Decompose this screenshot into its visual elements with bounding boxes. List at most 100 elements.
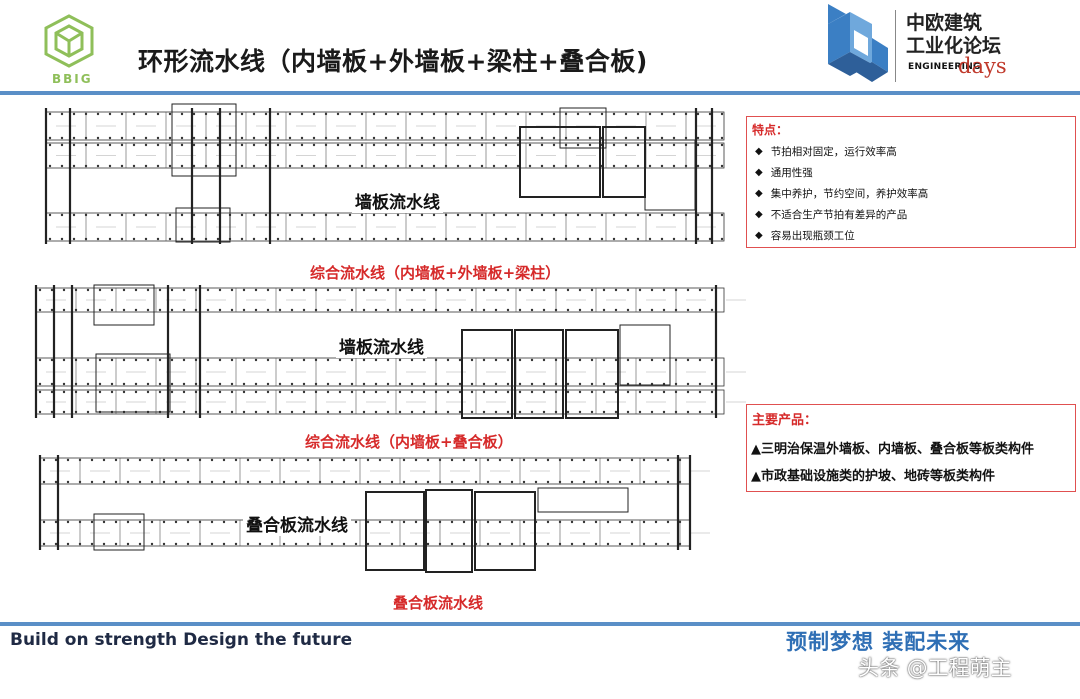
line2-top-roller (626, 308, 630, 312)
line3-top-roller (138, 458, 142, 462)
line1-top-roller (300, 136, 304, 140)
line2-top-roller (458, 308, 462, 312)
line1-bottom-roller (420, 237, 424, 241)
line2-mid-roller (74, 382, 78, 386)
line1-mid-roller (156, 164, 160, 168)
logo-org-line1: 中欧建筑 (906, 12, 983, 34)
line2-bottom-roller (410, 390, 414, 394)
line1-mid-roller (228, 143, 232, 147)
line3-top-roller (330, 480, 334, 484)
line1-top-roller (120, 112, 124, 116)
line1-top-roller (624, 136, 628, 140)
line3-top-roller (42, 480, 46, 484)
line2-bottom-roller (290, 410, 294, 414)
line2-top-roller (170, 288, 174, 292)
line3-top-roller (426, 458, 430, 462)
line1-mid-roller (540, 143, 544, 147)
line1-mid-roller (708, 143, 712, 147)
line2-top-roller (350, 288, 354, 292)
line2-top-roller (686, 288, 690, 292)
line1-mid-roller (144, 164, 148, 168)
line1-mid-roller (444, 164, 448, 168)
line3-bottom-roller (174, 542, 178, 546)
line2-bottom-roller (626, 410, 630, 414)
line1-mid-roller (720, 143, 724, 147)
logo-engineering-text: ENGINEERING (908, 62, 981, 72)
line3-top-roller (462, 458, 466, 462)
line1-top-roller (576, 112, 580, 116)
line3-top-roller (270, 480, 274, 484)
line2-top-roller (62, 308, 66, 312)
line1-mid-roller (408, 164, 412, 168)
line2-top-roller (230, 308, 234, 312)
line2-top-roller (74, 308, 78, 312)
line1-top-roller (180, 136, 184, 140)
line1-mid-roller (192, 164, 196, 168)
line1-bottom-roller (72, 237, 76, 241)
line3-bottom-roller (90, 542, 94, 546)
line2-top-roller (446, 288, 450, 292)
line2-bottom-roller (650, 410, 654, 414)
line1-bottom-roller (348, 237, 352, 241)
line1-mid-roller (564, 143, 568, 147)
line3-bottom-roller (402, 542, 406, 546)
line2-bottom-roller (614, 390, 618, 394)
line3-bottom-roller (558, 542, 562, 546)
line3-top-roller (642, 480, 646, 484)
line2-bottom-roller (686, 390, 690, 394)
line1-mid-roller (588, 143, 592, 147)
line2-mid-roller (518, 358, 522, 362)
line1-top-roller (492, 136, 496, 140)
line2-bottom-roller (554, 410, 558, 414)
line1-bottom-roller (192, 213, 196, 217)
line3-top-roller (258, 480, 262, 484)
line2-top-roller (314, 308, 318, 312)
line3-top-roller (498, 480, 502, 484)
line3-top-roller (570, 458, 574, 462)
line1-top-roller (432, 112, 436, 116)
line2-top-roller (302, 288, 306, 292)
line2-top-roller (674, 288, 678, 292)
line1-bottom-roller (180, 213, 184, 217)
line3-bottom-roller (378, 520, 382, 524)
line1-mid-roller (204, 143, 208, 147)
line1-bottom-roller (600, 213, 604, 217)
line3-bottom-roller (138, 520, 142, 524)
line2-mid-roller (302, 382, 306, 386)
line2-mid-roller (650, 358, 654, 362)
line2-top-roller (530, 308, 534, 312)
line2-mid-roller (338, 358, 342, 362)
line1-bottom-roller (216, 213, 220, 217)
line3-bottom-roller (666, 520, 670, 524)
line1-top-roller (696, 112, 700, 116)
line1-mid-roller (564, 164, 568, 168)
line2-mid-roller (326, 358, 330, 362)
line2-top-roller (362, 288, 366, 292)
line3-top-roller (678, 480, 682, 484)
line2-top-roller (698, 308, 702, 312)
line1-bottom-roller (288, 237, 292, 241)
line2-mid-roller (278, 382, 282, 386)
line1-mid-roller (108, 164, 112, 168)
line1-top-roller (84, 136, 88, 140)
line1-top-roller (48, 136, 52, 140)
line3-bottom-roller (42, 520, 46, 524)
line2-mid-roller (662, 358, 666, 362)
line3-top-roller (522, 480, 526, 484)
line2-top-roller (206, 308, 210, 312)
line3-bottom-roller (174, 520, 178, 524)
line2-mid-roller (458, 358, 462, 362)
line1-top-roller (636, 136, 640, 140)
line1-mid-roller (636, 143, 640, 147)
line2-top-roller (662, 288, 666, 292)
line2-top-roller (398, 308, 402, 312)
line1-bottom-roller (396, 237, 400, 241)
line1-mid-roller (480, 143, 484, 147)
line3-bottom-roller (282, 542, 286, 546)
line1-bottom-roller (252, 213, 256, 217)
line2-mid-roller (206, 358, 210, 362)
line2-mid-roller (698, 358, 702, 362)
line3-bottom-roller (510, 520, 514, 524)
line2-bottom-roller (278, 390, 282, 394)
line2-bottom-roller (482, 390, 486, 394)
